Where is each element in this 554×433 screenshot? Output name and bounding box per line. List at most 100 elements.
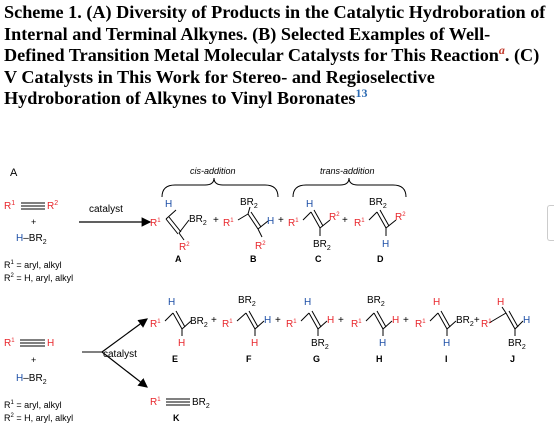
svg-text:+: + (403, 315, 409, 326)
svg-text:H–BR2: H–BR2 (16, 233, 47, 246)
svg-text:BR2: BR2 (313, 239, 331, 252)
svg-text:D: D (377, 254, 384, 264)
svg-text:R1: R1 (415, 319, 426, 330)
svg-text:H: H (165, 199, 172, 210)
product-D: R1 BR2 R2 H D (354, 197, 406, 264)
svg-text:H: H (267, 216, 274, 227)
svg-text:J: J (510, 354, 515, 364)
product-F: R1 BR2 H H F (222, 295, 271, 364)
product-C: R1 H R2 BR2 C (288, 199, 340, 264)
internal-alkyne: R1 R2 + H–BR2 R1 = aryl, alkyl R2 = H, a… (4, 200, 73, 283)
svg-text:H: H (251, 338, 258, 349)
product-I: R1 H BR2+ H I (415, 297, 480, 364)
svg-text:K: K (173, 413, 180, 423)
panel-label: A (10, 167, 18, 179)
side-scroll-tab[interactable] (547, 205, 554, 241)
svg-text:+: + (275, 315, 281, 326)
svg-text:R2 = H, aryl, alkyl: R2 = H, aryl, alkyl (4, 273, 73, 283)
caption-text: Scheme 1. (A) Diversity of Products in t… (4, 2, 546, 66)
svg-text:R1: R1 (286, 319, 297, 330)
svg-text:BR2: BR2 (508, 338, 526, 351)
svg-text:R1: R1 (150, 218, 161, 229)
svg-text:R1: R1 (150, 397, 161, 408)
product-K: R1 BR2 K (150, 397, 210, 423)
svg-text:R2: R2 (395, 212, 406, 223)
svg-text:R2: R2 (329, 212, 340, 223)
svg-text:R1: R1 (4, 338, 15, 349)
svg-text:H: H (376, 354, 383, 364)
svg-text:BR2: BR2 (311, 338, 329, 351)
svg-text:BR2: BR2 (190, 316, 208, 329)
svg-text:R1 = aryl, alkyl: R1 = aryl, alkyl (4, 400, 62, 410)
caption-text-2: . (C) V Catalysts in This Work for Stere… (4, 45, 540, 109)
svg-text:H: H (306, 199, 313, 210)
caption-footnote-a[interactable]: a (498, 43, 505, 58)
trans-brace (292, 177, 407, 198)
svg-text:R1: R1 (481, 319, 492, 330)
terminal-alkyne: R1 H + H–BR2 R1 = aryl, alkyl R2 = H, ar… (4, 338, 73, 423)
svg-text:BR2: BR2 (238, 295, 256, 308)
svg-text:H: H (327, 315, 334, 326)
svg-text:+: + (338, 315, 344, 326)
svg-text:H: H (382, 239, 389, 250)
scheme-caption: Scheme 1. (A) Diversity of Products in t… (4, 2, 550, 110)
svg-text:BR2: BR2 (192, 397, 210, 410)
product-G: R1 H H BR2 G (286, 297, 334, 364)
product-A: R1 H BR2 R2 A (150, 199, 207, 264)
caption-reference-13[interactable]: 13 (355, 86, 368, 101)
svg-text:R1: R1 (222, 319, 233, 330)
svg-text:R1: R1 (223, 218, 234, 229)
svg-text:B: B (250, 254, 257, 264)
svg-text:H: H (264, 315, 271, 326)
svg-text:H: H (47, 338, 54, 349)
svg-text:+: + (31, 217, 36, 227)
svg-text:H: H (392, 315, 399, 326)
product-H: R1 BR2 H H H (351, 295, 399, 364)
cis-addition-label: cis-addition (190, 166, 236, 176)
product-J: H R1 H BR2 J (481, 297, 530, 364)
svg-text:BR2: BR2 (189, 214, 207, 227)
svg-text:H: H (168, 297, 175, 308)
svg-text:+: + (213, 215, 219, 226)
svg-text:R2: R2 (179, 242, 190, 253)
reaction-arrow-down (101, 351, 148, 388)
svg-text:H–BR2: H–BR2 (16, 373, 47, 386)
svg-text:R2: R2 (255, 241, 266, 252)
svg-text:H: H (379, 338, 386, 349)
reaction-arrow-up (101, 318, 148, 353)
svg-text:C: C (315, 254, 322, 264)
catalyst-label-top: catalyst (89, 204, 123, 215)
svg-text:R1: R1 (288, 218, 299, 229)
svg-text:H: H (443, 338, 450, 349)
svg-text:H: H (178, 338, 185, 349)
svg-text:+: + (342, 215, 348, 226)
svg-text:R1: R1 (354, 218, 365, 229)
cis-brace (161, 177, 279, 198)
svg-text:R1: R1 (351, 319, 362, 330)
trans-addition-label: trans-addition (320, 166, 375, 176)
svg-text:H: H (304, 297, 311, 308)
svg-text:+: + (211, 315, 217, 326)
product-B: R1 BR2 H R2 B (223, 197, 274, 264)
svg-text:R2 = H, aryl, alkyl: R2 = H, aryl, alkyl (4, 413, 73, 423)
catalyst-label-bottom: catalyst (103, 349, 137, 360)
svg-text:H: H (433, 297, 440, 308)
svg-text:R1: R1 (150, 319, 161, 330)
svg-text:BR2: BR2 (369, 197, 387, 210)
svg-text:E: E (172, 354, 178, 364)
svg-text:F: F (246, 354, 252, 364)
svg-text:+: + (31, 355, 36, 365)
svg-text:I: I (445, 354, 448, 364)
svg-text:G: G (313, 354, 320, 364)
svg-text:R1 = aryl, alkyl: R1 = aryl, alkyl (4, 260, 62, 270)
svg-text:BR2: BR2 (367, 295, 385, 308)
svg-text:A: A (175, 254, 182, 264)
svg-text:BR2: BR2 (240, 197, 258, 210)
svg-text:H: H (523, 315, 530, 326)
svg-text:R2: R2 (47, 200, 58, 212)
svg-text:BR2+: BR2+ (456, 315, 480, 328)
svg-text:+: + (278, 215, 284, 226)
svg-text:H: H (497, 297, 504, 308)
svg-text:R1: R1 (4, 200, 15, 212)
